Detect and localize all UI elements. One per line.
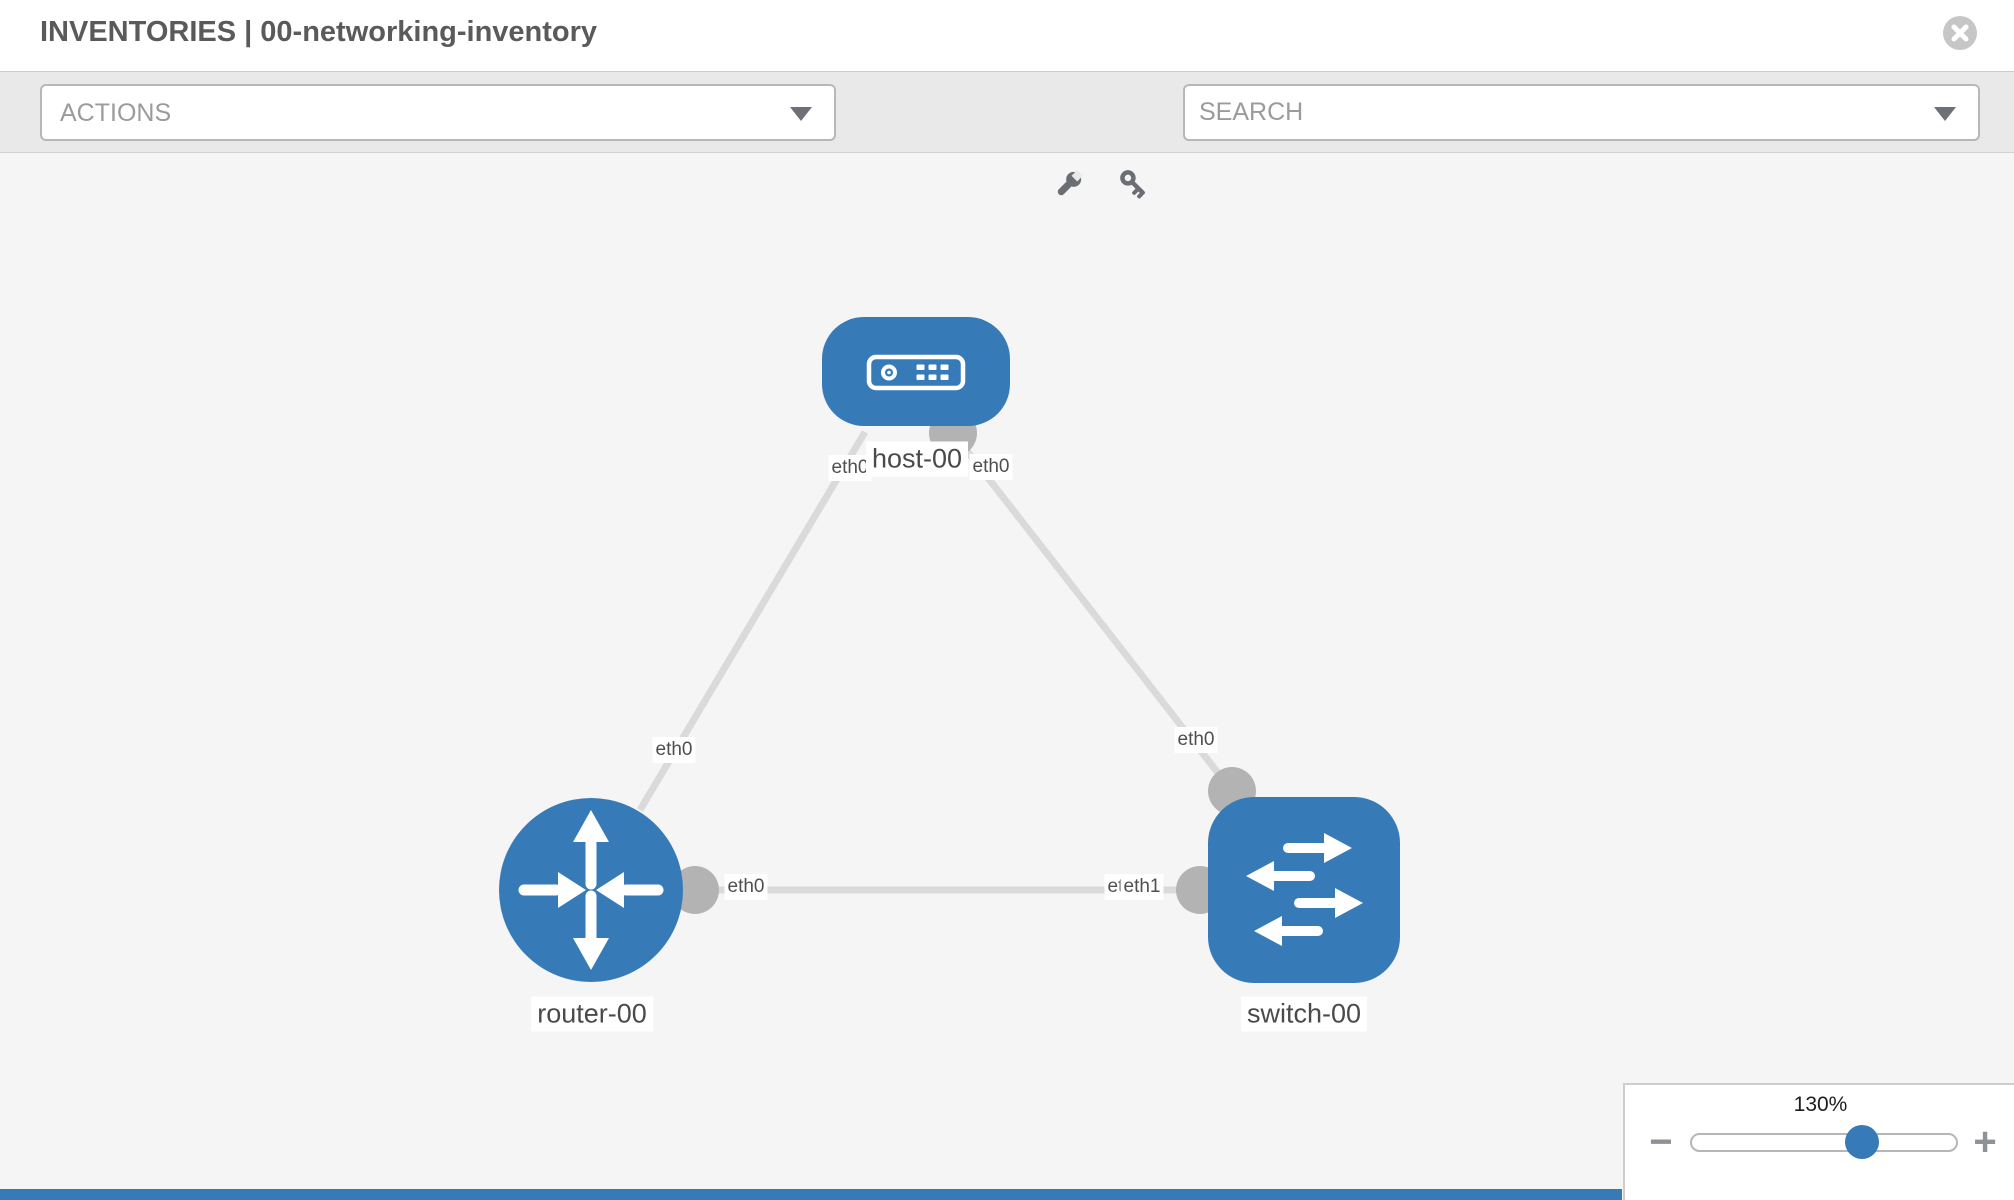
interface-label: eth0	[969, 454, 1013, 480]
topology-canvas[interactable]	[0, 153, 2014, 1200]
search-input[interactable]	[1199, 90, 1939, 135]
wrench-icon[interactable]	[1050, 167, 1086, 203]
switch-icon	[1246, 833, 1363, 946]
footer-bar	[0, 1189, 1622, 1200]
zoom-out-button[interactable]: −	[1649, 1120, 1673, 1164]
interface-label: eth1	[1120, 874, 1164, 900]
zoom-in-button[interactable]: +	[1973, 1120, 1997, 1164]
search-box[interactable]	[1183, 84, 1980, 141]
page-title: INVENTORIES | 00-networking-inventory	[40, 16, 598, 48]
zoom-slider-handle[interactable]	[1845, 1125, 1879, 1159]
zoom-panel: 130% − +	[1623, 1083, 2014, 1200]
zoom-slider-track[interactable]	[1690, 1133, 1958, 1152]
interface-label: eth0	[724, 874, 768, 900]
interface-label: eth0	[1174, 727, 1218, 753]
zoom-level: 130%	[1793, 1093, 1848, 1116]
close-button[interactable]	[1943, 16, 1977, 50]
node-switch[interactable]	[1208, 797, 1400, 983]
close-icon	[1951, 24, 1969, 42]
node-label-router: router-00	[531, 996, 653, 1032]
actions-dropdown[interactable]: ACTIONS	[40, 84, 836, 141]
chevron-down-icon	[1934, 107, 1956, 121]
interface-label: eth0	[652, 737, 696, 763]
actions-dropdown-label: ACTIONS	[60, 99, 172, 127]
node-label-switch: switch-00	[1240, 996, 1368, 1032]
interface-label: eth0	[828, 455, 872, 481]
node-router[interactable]	[499, 798, 683, 982]
host-icon	[866, 354, 966, 391]
node-label-host: host-00	[865, 441, 969, 477]
node-host[interactable]	[822, 317, 1010, 426]
chevron-down-icon	[790, 107, 812, 121]
key-icon[interactable]	[1117, 167, 1153, 203]
interface-dot-router[interactable]	[671, 866, 719, 914]
toolbar: ACTIONS	[0, 71, 2014, 199]
header: INVENTORIES | 00-networking-inventory	[0, 0, 2014, 71]
router-icon	[518, 810, 664, 970]
